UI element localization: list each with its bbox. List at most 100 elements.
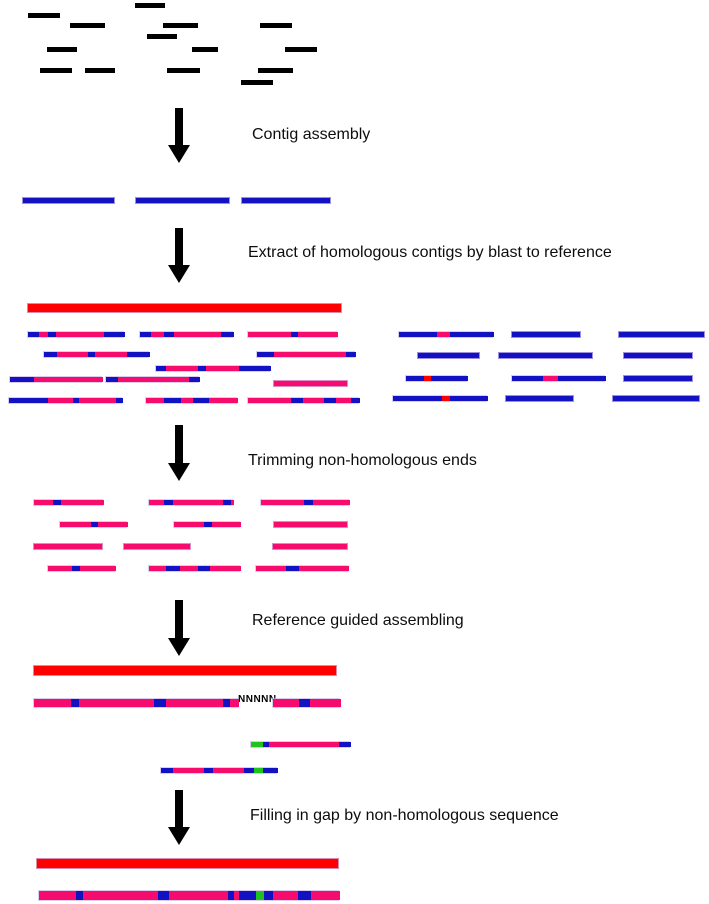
homologous-pink-segment xyxy=(149,500,164,505)
sequence-read xyxy=(85,68,115,73)
contig-blue-segment xyxy=(116,398,123,403)
homologous-pink-segment xyxy=(230,699,239,707)
down-arrow-guided-assembly xyxy=(168,600,190,656)
trimmed-contig xyxy=(33,543,103,550)
contig-blue-segment xyxy=(28,332,39,337)
blast-hit-contig xyxy=(43,351,150,358)
homologous-pink-segment xyxy=(437,332,450,337)
sequence-read xyxy=(70,23,105,28)
homologous-pink-segment xyxy=(79,699,154,707)
sequence-read xyxy=(163,23,198,28)
sequence-read xyxy=(40,68,72,73)
assembled-contig xyxy=(241,197,331,204)
blast-hit-contig xyxy=(139,331,234,338)
contig-blue-segment xyxy=(140,332,151,337)
reference-genome-bar xyxy=(33,665,337,676)
blast-hit-contig xyxy=(8,397,123,404)
down-arrow-trimming xyxy=(168,425,190,481)
contig-blue-segment xyxy=(10,377,34,382)
down-arrow-gap-filling xyxy=(168,790,190,845)
homologous-pink-segment xyxy=(48,398,73,403)
contig-blue-segment xyxy=(291,398,303,403)
homologous-pink-segment xyxy=(57,352,88,357)
reference-red-segment xyxy=(424,376,431,381)
blast-hit-contig xyxy=(505,395,574,402)
contig-blue-segment xyxy=(393,396,442,401)
reference-genome-bar xyxy=(27,303,342,313)
homologous-pink-segment xyxy=(311,891,340,900)
arrow-shaft xyxy=(175,108,183,147)
homologous-pink-segment xyxy=(209,398,238,403)
contig-blue-segment xyxy=(164,332,174,337)
scaffold-segment-right xyxy=(272,698,341,708)
homologous-pink-segment xyxy=(39,332,48,337)
homologous-pink-segment xyxy=(174,332,221,337)
trimmed-contig xyxy=(148,499,234,506)
sequence-read xyxy=(28,13,60,18)
contig-blue-segment xyxy=(9,398,48,403)
homologous-pink-segment xyxy=(166,366,198,371)
step-label-gap-filling: Filling in gap by non-homologous sequenc… xyxy=(250,807,559,824)
contig-blue-segment xyxy=(158,891,169,900)
arrow-head xyxy=(168,463,190,481)
contig-blue-segment xyxy=(127,352,150,357)
homologous-pink-segment xyxy=(303,398,324,403)
contig-blue-segment xyxy=(228,891,234,900)
trimmed-contig xyxy=(173,521,241,528)
homologous-pink-segment xyxy=(174,522,204,527)
trimmed-contig xyxy=(255,565,349,572)
reference-genome-bar xyxy=(36,858,339,869)
homologous-pink-segment xyxy=(231,500,234,505)
contig-blue-segment xyxy=(44,352,57,357)
gap-filling-contig xyxy=(160,767,278,774)
blast-hit-contig xyxy=(105,376,200,383)
blast-hit-contig xyxy=(155,365,271,372)
contig-blue-segment xyxy=(204,768,213,773)
homologous-pink-segment xyxy=(310,699,341,707)
homologous-pink-segment xyxy=(336,398,351,403)
contig-blue-segment xyxy=(558,376,606,381)
contig-blue-segment xyxy=(156,366,166,371)
contig-blue-segment xyxy=(106,377,118,382)
step-label-contig-assembly: Contig assembly xyxy=(252,126,371,143)
down-arrow-contig-assembly xyxy=(168,108,190,163)
homologous-pink-segment xyxy=(173,500,223,505)
contig-blue-segment xyxy=(512,376,543,381)
contig-blue-segment xyxy=(91,522,98,527)
contig-blue-segment xyxy=(161,768,173,773)
gap-fill-green-segment xyxy=(256,891,264,900)
sequence-read xyxy=(260,23,292,28)
arrow-shaft xyxy=(175,600,183,640)
sequence-read xyxy=(285,47,317,52)
sequence-read xyxy=(192,47,218,52)
blast-hit-contig xyxy=(511,375,606,382)
contig-blue-segment xyxy=(450,332,494,337)
step-label-blast-extract: Extract of homologous contigs by blast t… xyxy=(248,244,612,261)
homologous-pink-segment xyxy=(206,366,239,371)
homologous-pink-segment xyxy=(149,566,166,571)
arrow-head xyxy=(168,638,190,656)
homologous-pink-segment xyxy=(261,500,304,505)
sequence-read xyxy=(147,34,177,39)
contig-blue-segment xyxy=(221,332,234,337)
contig-blue-segment xyxy=(166,566,180,571)
contig-blue-segment xyxy=(244,768,254,773)
blast-hit-contig xyxy=(498,352,593,359)
contig-blue-segment xyxy=(239,891,256,900)
sequence-read xyxy=(241,80,273,85)
arrow-head xyxy=(168,265,190,283)
step-label-trimming: Trimming non-homologous ends xyxy=(248,452,477,469)
blast-hit-contig xyxy=(623,352,693,359)
homologous-pink-segment xyxy=(166,699,223,707)
final-scaffold xyxy=(38,890,340,901)
homologous-pink-segment xyxy=(313,500,350,505)
contig-blue-segment xyxy=(193,398,209,403)
blast-hit-contig xyxy=(623,375,693,382)
contig-blue-segment xyxy=(264,891,273,900)
blast-hit-contig xyxy=(9,376,103,383)
contig-blue-segment xyxy=(239,366,271,371)
homologous-pink-segment xyxy=(34,500,53,505)
trimmed-contig xyxy=(33,499,104,506)
contig-blue-segment xyxy=(198,566,210,571)
trimmed-contig xyxy=(47,565,116,572)
